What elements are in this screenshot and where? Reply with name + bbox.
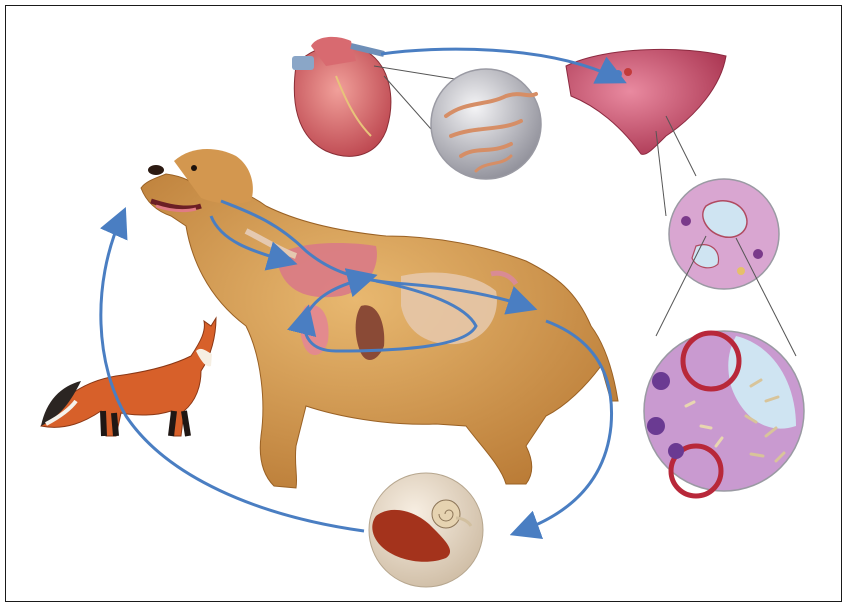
snail-slug-icon: [369, 473, 483, 587]
larvae-magnified-icon: [644, 331, 804, 496]
alveoli-magnified-icon: [669, 179, 779, 289]
figure-frame: [5, 5, 842, 602]
zoom-line: [656, 131, 666, 216]
heart-icon: [292, 37, 391, 156]
worms-magnified-icon: [431, 69, 541, 179]
lung-icon: [566, 49, 726, 154]
life-cycle-illustration: [6, 6, 842, 602]
